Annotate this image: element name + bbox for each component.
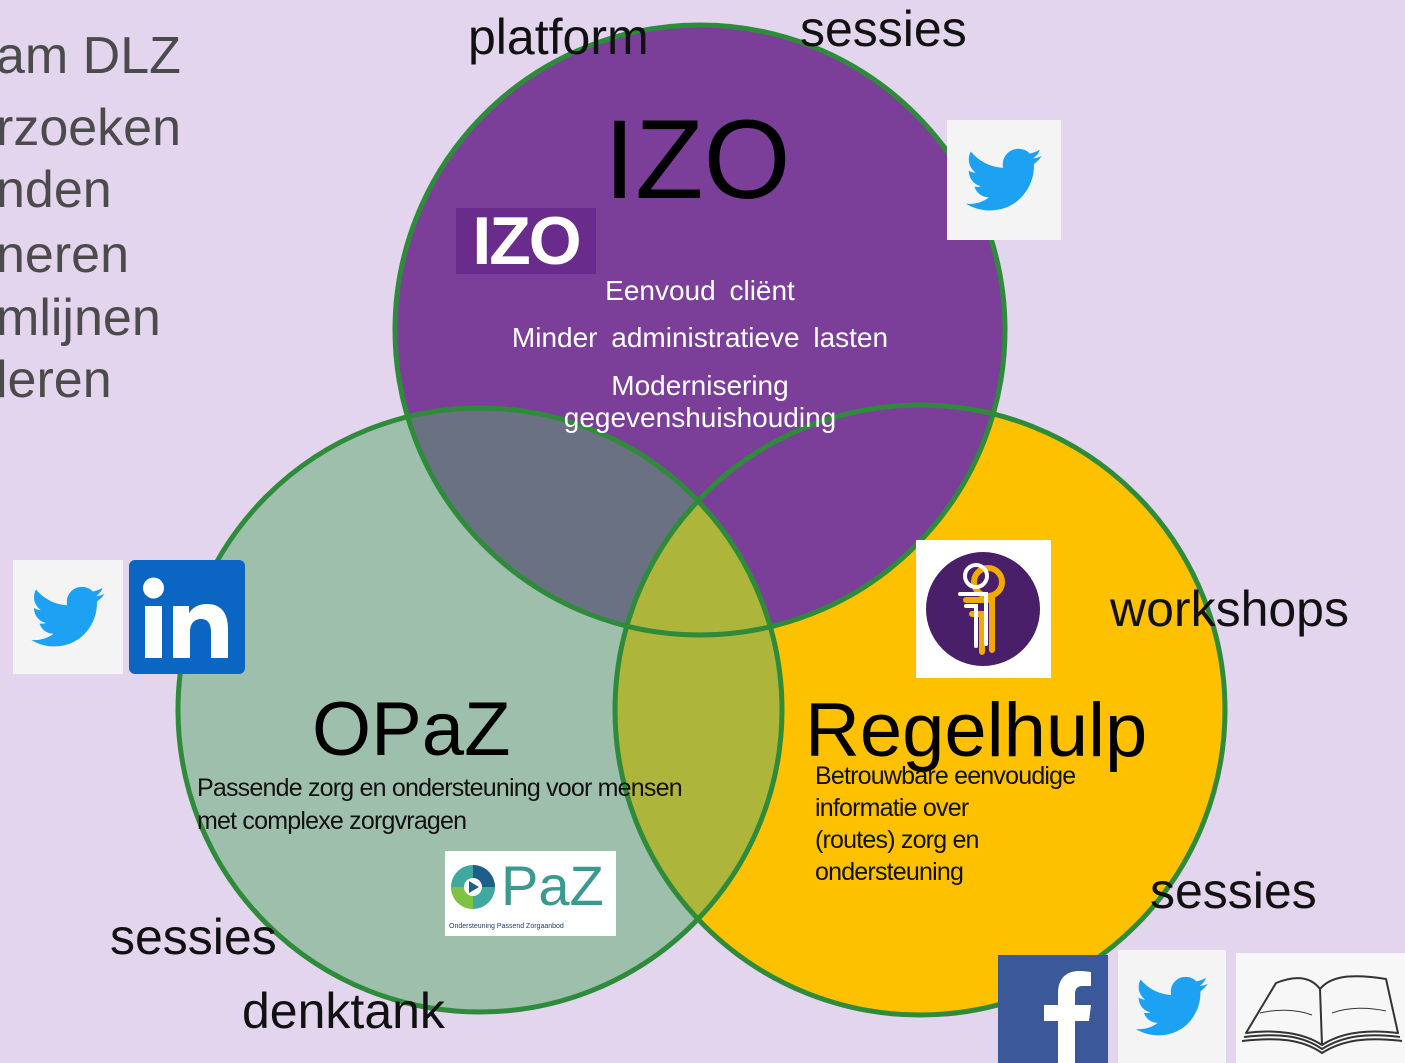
izo-circle-outline	[392, 22, 1008, 638]
izo-opaz-overlap	[395, 408, 782, 635]
opaz-description: Passende zorg en ondersteuning voor mens…	[197, 772, 683, 838]
regelhulp-description-line: ondersteuning	[815, 858, 964, 886]
twitter-icon[interactable]	[1118, 950, 1226, 1063]
platform-label: platform	[468, 9, 649, 65]
izo-line: gegevenshuishouding	[563, 402, 837, 433]
izo-line: Eenvoud cliënt	[605, 275, 795, 306]
opaz-description-line: Passende zorg en ondersteuning voor mens…	[197, 774, 683, 802]
regelhulp-title: Regelhulp	[805, 688, 1148, 773]
left-list-item: rzoeken	[0, 99, 181, 157]
regelhulp-description: Betrouwbare eenvoudige informatie over (…	[815, 760, 1076, 888]
sessies-left-label: sessies	[110, 909, 277, 965]
left-list-item: am DLZ	[0, 27, 181, 85]
workshops-label: workshops	[1110, 581, 1349, 637]
facebook-icon[interactable]	[998, 955, 1108, 1063]
opaz-description-line: met complexe zorgvragen	[197, 807, 467, 835]
twitter-icon[interactable]	[947, 120, 1061, 240]
left-list-item: neren	[0, 226, 129, 284]
regelhulp-description-line: informatie over	[815, 794, 969, 822]
opaz-logo-subtext: Ondersteuning Passend Zorgaanbod	[449, 923, 564, 930]
opaz-circle-outline	[175, 405, 785, 1015]
sessies-top-label: sessies	[800, 1, 967, 57]
opaz-logo: PaZ Ondersteuning Passend Zorgaanbod	[445, 851, 616, 936]
twitter-icon[interactable]	[13, 560, 123, 674]
opaz-logo-text: PaZ	[501, 854, 604, 917]
izo-line: Modernisering	[611, 370, 789, 401]
linkedin-icon[interactable]	[129, 560, 245, 674]
izo-title: IZO	[604, 97, 791, 222]
sessies-right-label: sessies	[1150, 863, 1317, 919]
left-list-item: mlijnen	[0, 289, 161, 347]
regelhulp-logo-icon	[916, 540, 1051, 678]
regelhulp-description-line: Betrouwbare eenvoudige	[815, 762, 1076, 790]
left-list-item: nden	[0, 161, 112, 219]
left-list-item: leren	[0, 351, 112, 409]
izo-logo: IZO	[456, 203, 596, 279]
izo-line: Minder administratieve lasten	[511, 322, 889, 353]
regelhulp-circle-outline	[612, 402, 1228, 1018]
denktank-label: denktank	[242, 983, 445, 1039]
regelhulp-description-line: (routes) zorg en	[815, 826, 979, 854]
book-icon[interactable]	[1236, 953, 1405, 1063]
opaz-logo-mark-icon	[451, 865, 495, 909]
izo-logo-text: IZO	[472, 203, 581, 279]
opaz-title: OPaZ	[312, 687, 511, 772]
